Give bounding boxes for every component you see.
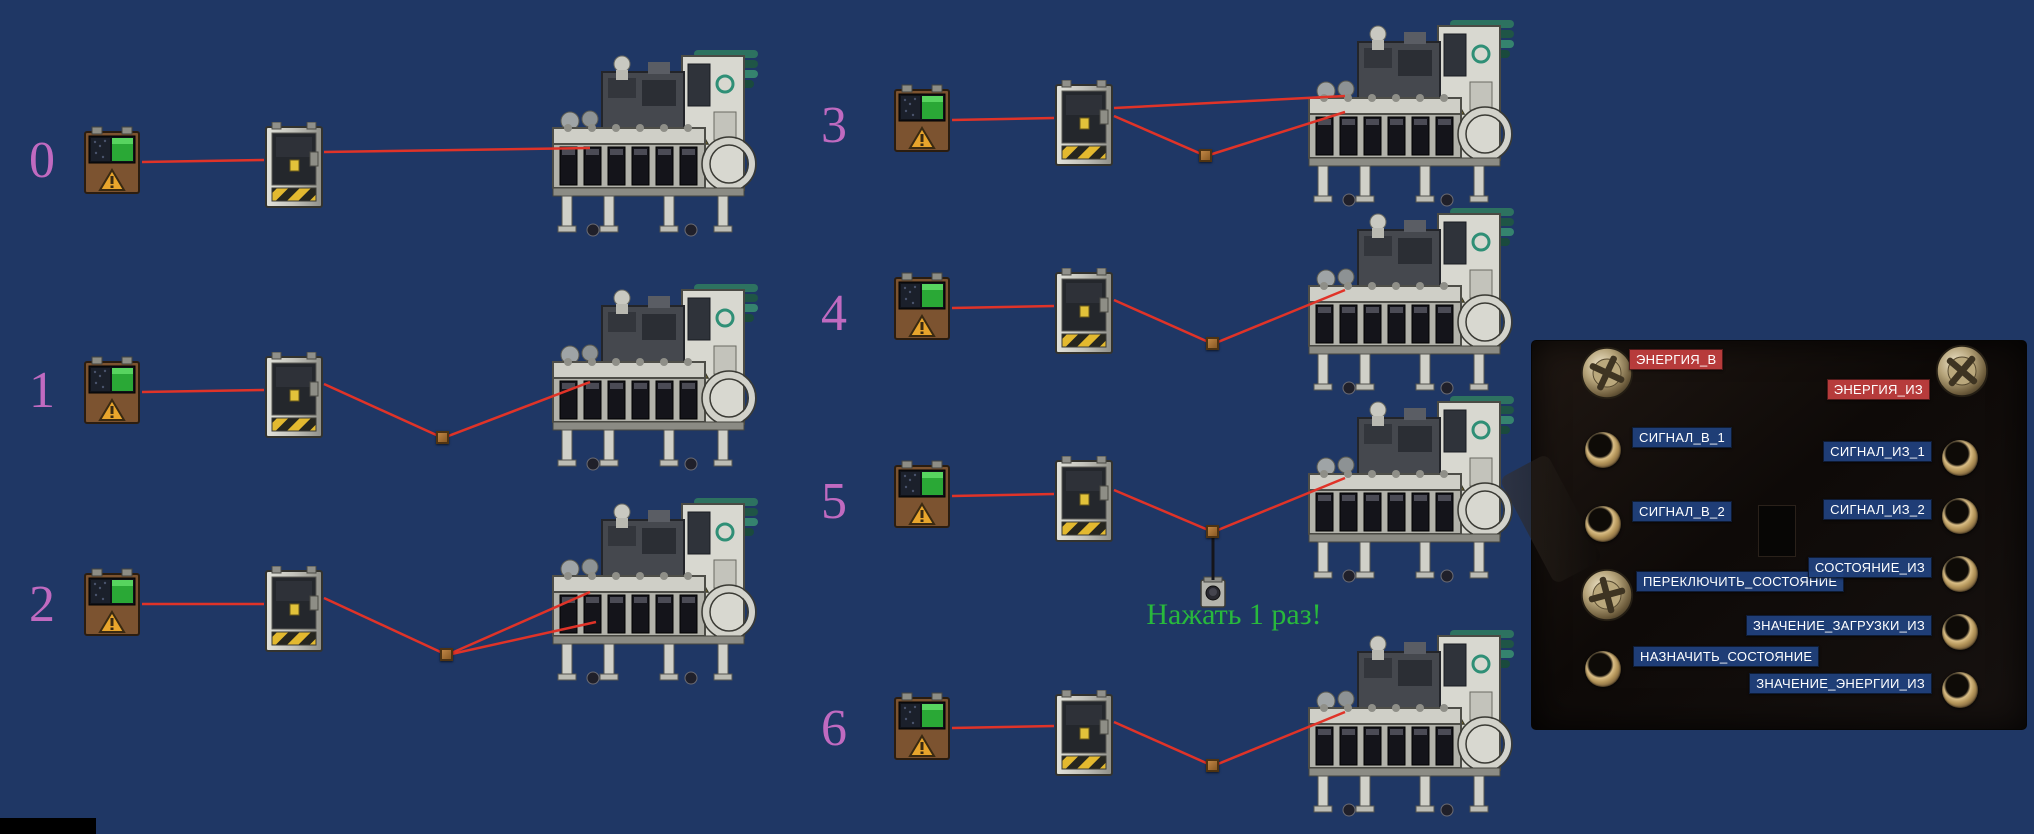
- wire-node[interactable]: [1199, 149, 1212, 162]
- power-out-terminal-screw[interactable]: [1934, 343, 1990, 399]
- power-in-terminal-screw[interactable]: [1579, 345, 1635, 401]
- signal-in-2-socket[interactable]: [1585, 506, 1621, 542]
- signal-out-1-socket[interactable]: [1942, 440, 1978, 476]
- pin-label-signal-in-2: СИГНАЛ_В_2: [1632, 501, 1733, 522]
- wire[interactable]: [1113, 110, 1346, 158]
- wire-node[interactable]: [440, 648, 453, 661]
- wire[interactable]: [141, 388, 265, 394]
- wire[interactable]: [323, 596, 448, 657]
- pin-label-toggle-state: ПЕРЕКЛЮЧИТЬ_СОСТОЯНИЕ: [1636, 571, 1845, 592]
- pin-label-signal-in-1: СИГНАЛ_В_1: [1632, 427, 1733, 448]
- wire[interactable]: [446, 620, 597, 657]
- wire[interactable]: [951, 304, 1055, 310]
- pin-label-state-out: СОСТОЯНИЕ_ИЗ: [1807, 557, 1932, 578]
- signal-in-1-socket[interactable]: [1585, 432, 1621, 468]
- pin-label-energy-in: ЭНЕРГИЯ_В: [1629, 349, 1724, 370]
- pin-label-load-value-out: ЗНАЧЕНИЕ_ЗАГРУЗКИ_ИЗ: [1746, 615, 1932, 636]
- toggle-state-terminal-screw[interactable]: [1579, 567, 1635, 623]
- load-value-out-socket[interactable]: [1942, 614, 1978, 650]
- press-once-note: Нажать 1 раз!: [1146, 598, 1322, 631]
- wire[interactable]: [141, 158, 265, 164]
- circuit-number-4: 4: [821, 285, 847, 342]
- wire[interactable]: [951, 724, 1055, 730]
- circuit-number-0: 0: [29, 132, 55, 189]
- wire[interactable]: [446, 590, 591, 657]
- state-out-socket[interactable]: [1942, 556, 1978, 592]
- pin-label-signal-out-2: СИГНАЛ_ИЗ_2: [1823, 499, 1932, 520]
- pin-label-energy-out: ЭНЕРГИЯ_ИЗ: [1826, 379, 1930, 400]
- pin-label-set-state: НАЗНАЧИТЬ_СОСТОЯНИЕ: [1633, 646, 1820, 667]
- circuit-number-3: 3: [821, 97, 847, 154]
- wire[interactable]: [1113, 94, 1346, 110]
- signal-out-2-socket[interactable]: [1942, 498, 1978, 534]
- wire[interactable]: [951, 116, 1055, 122]
- pin-label-signal-out-1: СИГНАЛ_ИЗ_1: [1823, 441, 1932, 462]
- wire[interactable]: [323, 146, 591, 154]
- set-state-socket[interactable]: [1585, 651, 1621, 687]
- wire-node[interactable]: [1206, 759, 1219, 772]
- circuit-number-5: 5: [821, 473, 847, 530]
- wire[interactable]: [1113, 476, 1346, 534]
- panel-inset-window: [1758, 505, 1796, 557]
- wire[interactable]: [323, 380, 591, 440]
- circuit-number-2: 2: [29, 576, 55, 633]
- connection-panel: ЭНЕРГИЯ_В СИГНАЛ_В_1 СИГНАЛ_В_2 ПЕРЕКЛЮЧ…: [1498, 340, 2027, 730]
- circuit-number-6: 6: [821, 700, 847, 757]
- wire[interactable]: [951, 492, 1055, 498]
- wire[interactable]: [1113, 288, 1346, 346]
- wire-node[interactable]: [1206, 337, 1219, 350]
- pin-label-power-value-out: ЗНАЧЕНИЕ_ЭНЕРГИИ_ИЗ: [1749, 673, 1932, 694]
- bottom-left-black-strip: [0, 818, 96, 834]
- circuit-number-1: 1: [29, 362, 55, 419]
- power-value-out-socket[interactable]: [1942, 672, 1978, 708]
- wire-node[interactable]: [1206, 525, 1219, 538]
- wire[interactable]: [1113, 710, 1346, 768]
- wire-node[interactable]: [436, 431, 449, 444]
